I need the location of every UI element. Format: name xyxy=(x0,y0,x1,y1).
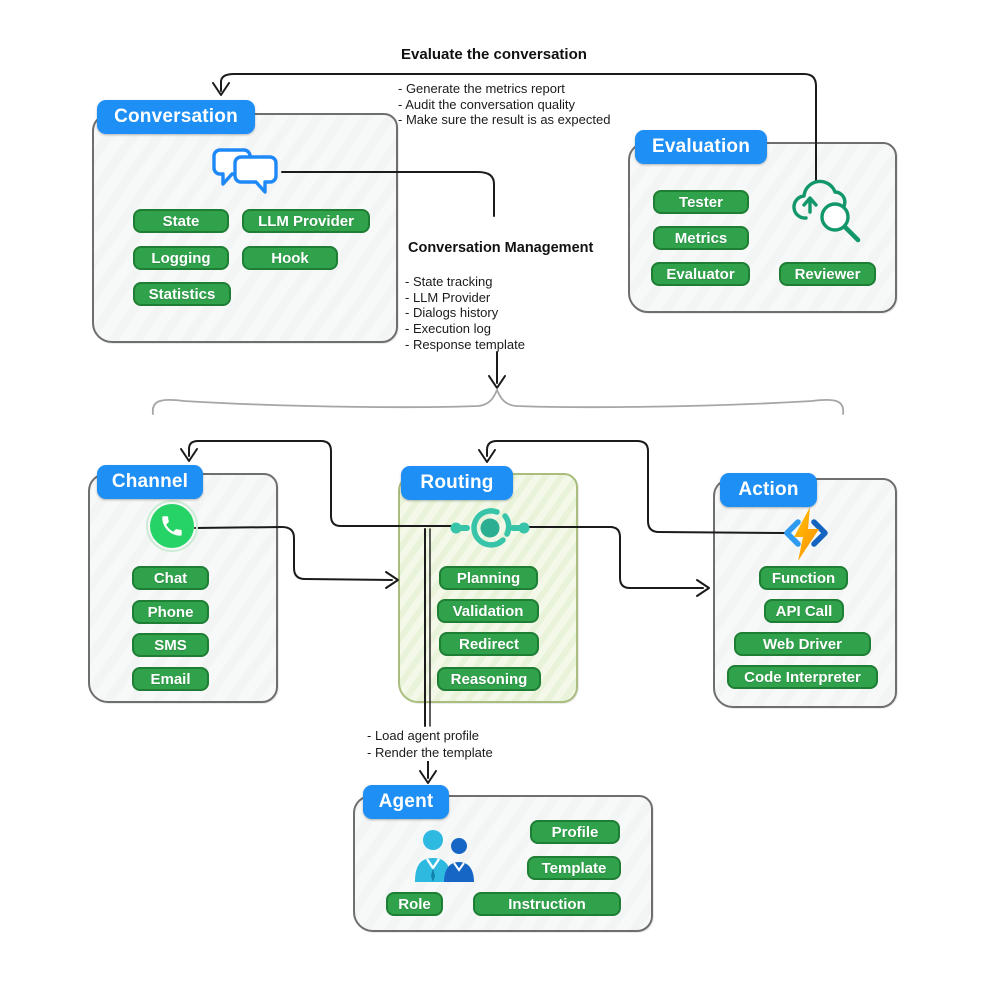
cloud-search-icon xyxy=(792,179,861,243)
router-icon xyxy=(450,508,530,548)
function-bolt-icon xyxy=(784,507,828,561)
pill-email: Email xyxy=(132,667,209,691)
routing-header: Routing xyxy=(401,466,513,500)
pill-web-driver: Web Driver xyxy=(734,632,871,656)
pill-role: Role xyxy=(386,892,443,916)
pill-phone: Phone xyxy=(132,600,209,624)
arrowhead-routing xyxy=(478,449,496,463)
note-line: - State tracking xyxy=(405,274,493,289)
pill-reasoning: Reasoning xyxy=(437,667,541,691)
brace xyxy=(151,387,845,415)
conversation-header: Conversation xyxy=(97,100,255,134)
action-header: Action xyxy=(720,473,817,507)
pill-api-call: API Call xyxy=(764,599,844,623)
arrowhead-brace xyxy=(488,375,506,389)
people-icon xyxy=(415,830,474,882)
pill-template: Template xyxy=(527,856,621,880)
note-line: - Response template xyxy=(405,336,525,352)
evaluate-title: Evaluate the conversation xyxy=(398,46,590,63)
management-title: Conversation Management xyxy=(405,240,597,256)
note-line: - Dialogs history xyxy=(405,305,499,321)
note-line: - Render the template xyxy=(367,744,493,760)
pill-metrics: Metrics xyxy=(653,226,749,250)
evaluation-header: Evaluation xyxy=(635,130,767,164)
pill-planning: Planning xyxy=(439,566,538,590)
arrowhead-channel xyxy=(180,448,198,462)
pill-reviewer: Reviewer xyxy=(779,262,876,286)
pill-profile: Profile xyxy=(530,820,620,844)
evaluate-notes: - Generate the metrics report - Audit th… xyxy=(398,81,610,128)
pill-function: Function xyxy=(759,566,848,590)
note-line: - Audit the conversation quality xyxy=(398,96,576,112)
pill-logging: Logging xyxy=(133,246,229,270)
pill-evaluator: Evaluator xyxy=(651,262,750,286)
whatsapp-icon xyxy=(146,500,198,552)
agent-header: Agent xyxy=(363,785,449,819)
arrowhead-agent xyxy=(419,770,437,784)
note-line: - Execution log xyxy=(405,321,491,337)
pill-validation: Validation xyxy=(437,599,539,623)
pill-redirect: Redirect xyxy=(439,632,539,656)
pill-hook: Hook xyxy=(242,246,338,270)
arrowhead-action-box xyxy=(696,579,710,597)
note-line: - LLM Provider xyxy=(405,289,491,305)
pill-chat: Chat xyxy=(132,566,209,590)
management-notes: - State tracking - LLM Provider - Dialog… xyxy=(405,274,525,353)
pill-code-interpreter: Code Interpreter xyxy=(727,665,878,689)
channel-header: Channel xyxy=(97,465,203,499)
pill-statistics: Statistics xyxy=(133,282,231,306)
note-line: - Generate the metrics report xyxy=(398,81,565,96)
agent-notes: - Load agent profile - Render the templa… xyxy=(365,728,495,761)
note-line: - Load agent profile xyxy=(367,728,480,743)
pill-tester: Tester xyxy=(653,190,749,214)
note-line: - Make sure the result is as expected xyxy=(398,112,611,128)
chat-bubbles-icon xyxy=(212,148,278,194)
arrowhead-routing-box xyxy=(385,571,399,589)
pill-llm-provider: LLM Provider xyxy=(242,209,370,233)
pill-state: State xyxy=(133,209,229,233)
arrowhead-conversation xyxy=(212,82,230,96)
pill-instruction: Instruction xyxy=(473,892,621,916)
pill-sms: SMS xyxy=(132,633,209,657)
